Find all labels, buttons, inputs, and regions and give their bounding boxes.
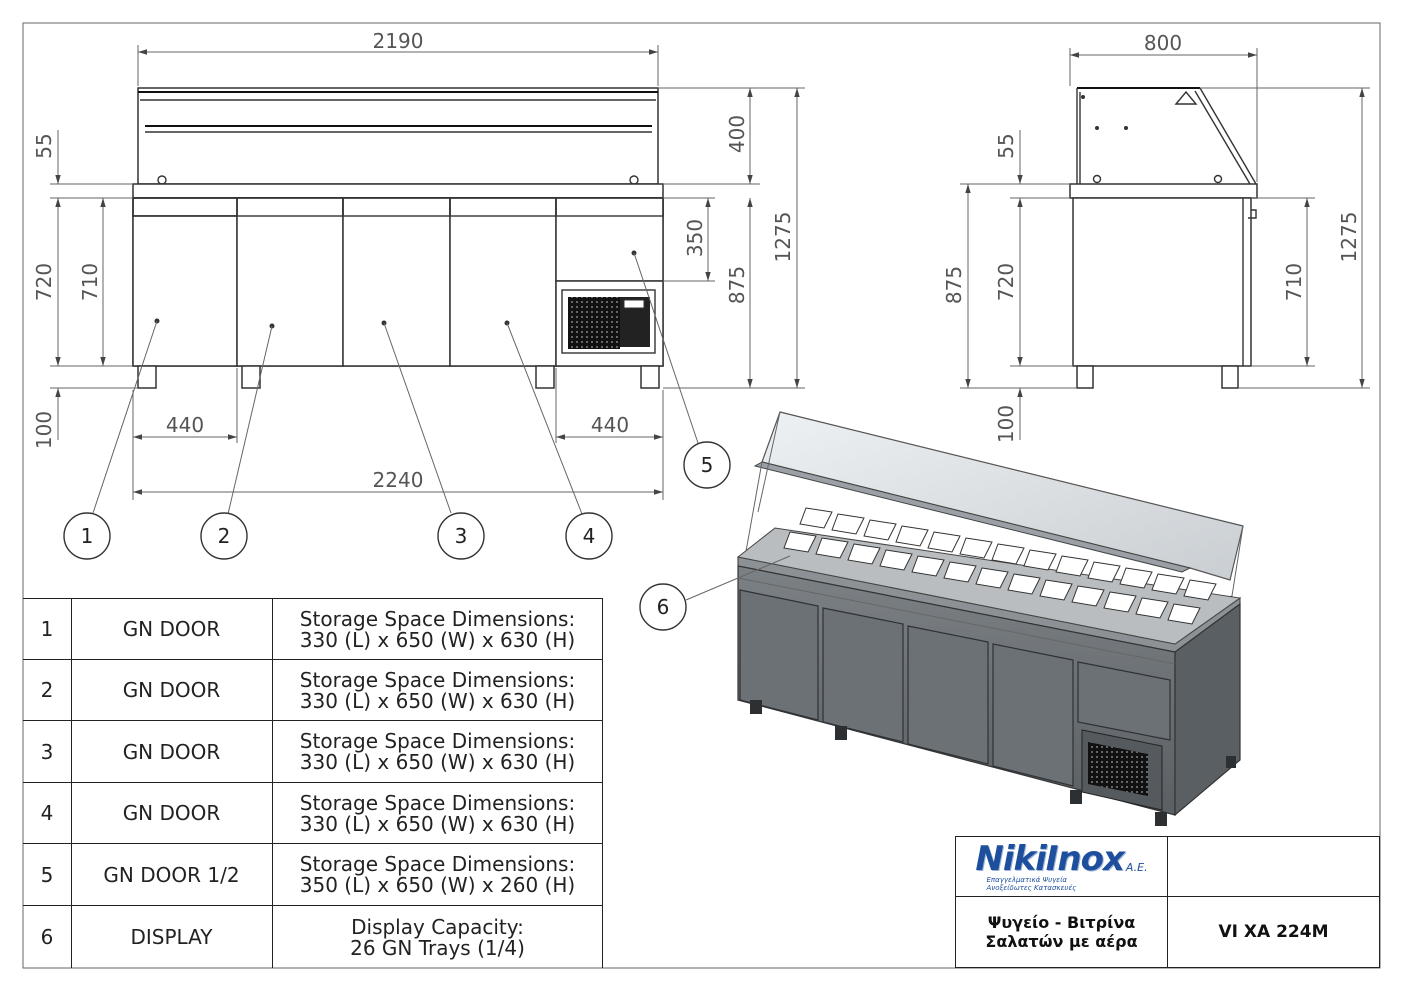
part-name: GN DOOR 1/2 [103, 862, 240, 887]
balloon-1: 1 [81, 524, 94, 548]
part-description: Storage Space Dimensions: 350 (L) x 650 … [272, 844, 603, 906]
part-desc-line1: Storage Space Dimensions: [299, 729, 576, 753]
model-code: VI XA 224M [1218, 922, 1329, 942]
part-desc-line2: 330 (L) x 650 (W) x 630 (H) [299, 750, 576, 774]
parts-row: 4 GN DOOR Storage Space Dimensions: 330 … [23, 782, 603, 844]
part-desc-line1: Storage Space Dimensions: [299, 667, 576, 692]
part-desc-line2: 350 (L) x 650 (W) x 260 (H) [299, 873, 576, 897]
isometric-view [685, 411, 1244, 826]
dim-875-side: 875 [942, 266, 966, 304]
balloon-5: 5 [701, 453, 714, 477]
part-name: GN DOOR [122, 801, 221, 825]
logo-tagline-2: Ανοξείδωτες Κατασκευές [986, 883, 1077, 892]
dim-710-front: 710 [78, 263, 102, 301]
balloons: 1 2 3 4 5 6 [63, 441, 731, 631]
parts-row: 2 GN DOOR Storage Space Dimensions: 330 … [23, 659, 603, 721]
dim-720-side: 720 [994, 263, 1018, 301]
product-name: Ψυγείο - Βιτρίνα Σαλατών με αέρα [956, 897, 1167, 967]
part-desc-line2: 330 (L) x 650 (W) x 630 (H) [299, 811, 576, 836]
part-desc-line2: 330 (L) x 650 (W) x 630 (H) [299, 627, 576, 652]
dim-2240: 2240 [373, 468, 424, 492]
part-description: Storage Space Dimensions: 330 (L) x 650 … [272, 599, 603, 660]
parts-row: 1 GN DOOR Storage Space Dimensions: 330 … [23, 598, 603, 660]
logo-wordmark: NikiInox [975, 838, 1125, 879]
title-block-blank [1168, 837, 1379, 896]
logo-suffix: A.E. [1125, 860, 1148, 874]
part-description: Storage Space Dimensions: 330 (L) x 650 … [272, 660, 603, 721]
balloon-2: 2 [218, 524, 231, 548]
sheet-border [22, 22, 1381, 969]
dim-2190: 2190 [373, 29, 424, 53]
part-number: 6 [40, 925, 54, 949]
dim-55-side: 55 [994, 133, 1018, 158]
part-description: Display Capacity: 26 GN Trays (1/4) [272, 906, 603, 969]
logo-tagline-1: Επαγγελματικά Ψυγεία [986, 875, 1068, 884]
dim-710-side: 710 [1282, 263, 1306, 301]
title-block: NikiInox A.E. Επαγγελματικά Ψυγεία Ανοξε… [955, 836, 1380, 968]
parts-row: 6 DISPLAY Display Capacity: 26 GN Trays … [23, 905, 603, 969]
dim-100-front: 100 [32, 411, 56, 449]
parts-table: 1 GN DOOR Storage Space Dimensions: 330 … [23, 598, 603, 968]
part-name: GN DOOR [122, 678, 221, 702]
front-view: 2190 2240 440 440 55 720 710 100 [32, 29, 805, 515]
table-divider [602, 598, 603, 968]
part-number: 1 [40, 617, 54, 641]
dim-1275-side: 1275 [1337, 212, 1361, 263]
balloon-6: 6 [657, 595, 670, 619]
part-number: 2 [40, 678, 54, 702]
dim-350: 350 [683, 219, 707, 257]
balloon-4: 4 [583, 524, 596, 548]
part-desc-line2: 330 (L) x 650 (W) x 630 (H) [299, 688, 576, 713]
part-desc-line1: Display Capacity: [351, 914, 524, 939]
part-name: GN DOOR [122, 739, 221, 764]
balloon-3: 3 [455, 524, 468, 548]
dim-400: 400 [725, 115, 749, 153]
side-view: 800 55 875 720 100 710 1275 [942, 31, 1370, 443]
dim-440-right: 440 [591, 413, 629, 437]
dim-55-front: 55 [32, 133, 56, 158]
parts-row: 3 GN DOOR Storage Space Dimensions: 330 … [23, 720, 603, 783]
part-desc-line1: Storage Space Dimensions: [299, 852, 576, 876]
company-logo: NikiInox A.E. Επαγγελματικά Ψυγεία Ανοξε… [956, 837, 1167, 896]
dim-875-front: 875 [725, 266, 749, 304]
part-description: Storage Space Dimensions: 330 (L) x 650 … [272, 783, 603, 844]
table-divider [272, 598, 273, 968]
dim-800: 800 [1144, 31, 1182, 55]
product-name-line1: Ψυγείο - Βιτρίνα [987, 913, 1136, 932]
dim-720-front: 720 [32, 263, 56, 301]
dim-100-side: 100 [994, 405, 1018, 443]
part-name: GN DOOR [122, 617, 221, 641]
table-divider [71, 598, 72, 968]
part-desc-line1: Storage Space Dimensions: [299, 790, 576, 815]
part-desc-line2: 26 GN Trays (1/4) [350, 935, 525, 960]
parts-row: 5 GN DOOR 1/2 Storage Space Dimensions: … [23, 843, 603, 906]
part-desc-line1: Storage Space Dimensions: [299, 606, 576, 631]
part-number: 4 [40, 801, 54, 825]
part-number: 5 [40, 862, 54, 887]
part-name: DISPLAY [130, 925, 213, 949]
dim-1275-front: 1275 [771, 212, 795, 263]
part-description: Storage Space Dimensions: 330 (L) x 650 … [272, 721, 603, 783]
dim-440-left: 440 [166, 413, 204, 437]
part-number: 3 [40, 739, 54, 764]
product-name-line2: Σαλατών με αέρα [985, 932, 1138, 951]
